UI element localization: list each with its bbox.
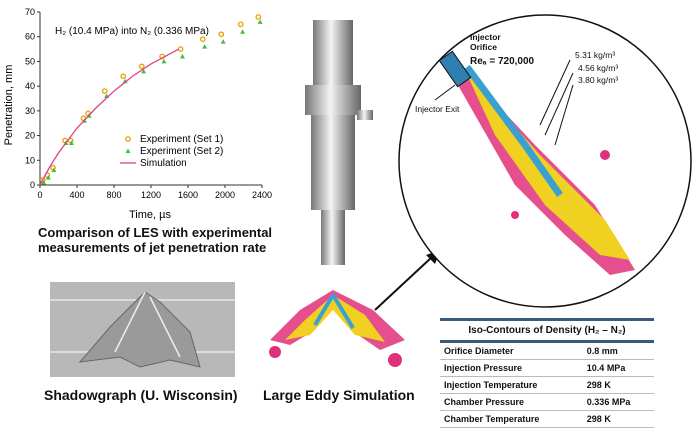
y-tick-label: 0 (30, 180, 35, 190)
chart-legend: Experiment (Set 1)Experiment (Set 2)Simu… (120, 134, 223, 169)
data-point-set2 (45, 175, 51, 180)
injector-orifice-label-1: Injector (470, 32, 501, 42)
x-axis-label: Time, µs (129, 209, 171, 221)
table-row-value: 298 K (582, 376, 654, 394)
x-tick-label: 2400 (252, 190, 272, 200)
data-point-set2 (179, 53, 185, 59)
y-tick-label: 10 (25, 155, 35, 165)
y-tick-label: 20 (25, 131, 35, 141)
data-point-set2 (220, 39, 226, 44)
y-tick-label: 60 (25, 32, 35, 42)
zoom-view (398, 14, 692, 308)
table-row-value: 298 K (582, 410, 654, 428)
data-point-set1 (255, 14, 262, 20)
injector-orifice-label-2: Orifice (470, 42, 497, 52)
injector-nozzle (321, 210, 345, 265)
y-tick-label: 40 (25, 81, 35, 91)
density-label-1: 5.31 kg/m³ (575, 50, 616, 60)
table-row-value: 10.4 MPa (582, 359, 654, 377)
data-point-set1 (218, 31, 225, 38)
injector-top (313, 20, 353, 85)
y-tick-label: 30 (25, 106, 35, 116)
table-row-label: Chamber Temperature (440, 410, 583, 428)
injector-simulation (269, 20, 405, 367)
shadowgraph-image (50, 282, 235, 377)
data-point-set2 (161, 58, 167, 64)
x-tick-label: 800 (106, 190, 121, 200)
chart-title: H₂ (10.4 MPa) into N₂ (0.336 MPa) (55, 26, 209, 37)
legend-entry: Simulation (140, 158, 187, 169)
simulation-line (39, 48, 180, 186)
x-tick-label: 1200 (141, 190, 161, 200)
injector-orifice-label: Injector Orifice (470, 32, 501, 52)
density-label-3: 3.80 kg/m³ (578, 75, 619, 85)
y-tick-label: 50 (25, 56, 35, 66)
table-row-label: Orifice Diameter (440, 341, 583, 360)
table-title: Iso-Contours of Density (H₂ – N₂) (440, 318, 654, 343)
y-tick-label: 70 (25, 7, 35, 17)
data-point-set2 (68, 140, 74, 145)
penetration-chart: 0 400 800 1200 1600 2000 2400 0 10 20 30 40 50 60 70 H… (3, 7, 272, 221)
chart-caption: Comparison of LES with experimental meas… (38, 225, 272, 255)
injector-exit-label: Injector Exit (415, 104, 460, 114)
density-label-2: 4.56 kg/m³ (578, 63, 619, 73)
legend-swatch (125, 148, 131, 153)
injector-fitting (357, 110, 373, 120)
data-point-set1 (120, 73, 127, 80)
shadowgraph-caption: Shadowgraph (U. Wisconsin) (44, 387, 238, 403)
data-point-set1 (101, 88, 108, 94)
chart-marks (39, 14, 263, 186)
data-point-set1 (138, 63, 145, 70)
data-point-set2 (41, 180, 47, 185)
data-point-set1 (177, 46, 184, 52)
table-row-label: Chamber Pressure (440, 393, 583, 411)
data-point-set1 (199, 36, 206, 43)
chart-caption-line-2: measurements of jet penetration rate (38, 240, 267, 255)
chart-caption-line-1: Comparison of LES with experimental (38, 225, 273, 240)
chart-axes: 0 400 800 1200 1600 2000 2400 0 10 20 30 40 50 60 70 (25, 7, 272, 200)
y-axis-label: Penetration, mm (3, 65, 15, 146)
legend-entry: Experiment (Set 2) (140, 146, 223, 157)
data-point-set1 (237, 21, 244, 28)
injector-collar (305, 85, 361, 115)
table-row-value: 0.336 MPa (582, 393, 654, 411)
injector-body (311, 115, 355, 210)
table-row-value: 0.8 mm (582, 341, 654, 360)
data-point-set2 (122, 78, 128, 84)
data-point-set2 (202, 44, 208, 49)
data-point-set2 (240, 29, 246, 34)
x-tick-label: 0 (37, 190, 42, 200)
data-point-set2 (257, 19, 263, 24)
table-row-label: Injection Temperature (440, 376, 583, 394)
table-row-label: Injection Pressure (440, 359, 583, 377)
les-caption: Large Eddy Simulation (263, 387, 415, 403)
legend-swatch (125, 136, 131, 142)
x-tick-label: 1600 (178, 190, 198, 200)
legend-entry: Experiment (Set 1) (140, 134, 223, 145)
data-point-set2 (141, 68, 147, 74)
data-point-set2 (51, 167, 57, 173)
x-tick-label: 400 (69, 190, 84, 200)
reynolds-label: Reₐ = 720,000 (470, 56, 535, 67)
simulation-parameters-table: Iso-Contours of Density (H₂ – N₂) Orific… (440, 318, 654, 428)
x-tick-label: 2000 (215, 190, 235, 200)
injector-orifice-shape (438, 50, 472, 88)
